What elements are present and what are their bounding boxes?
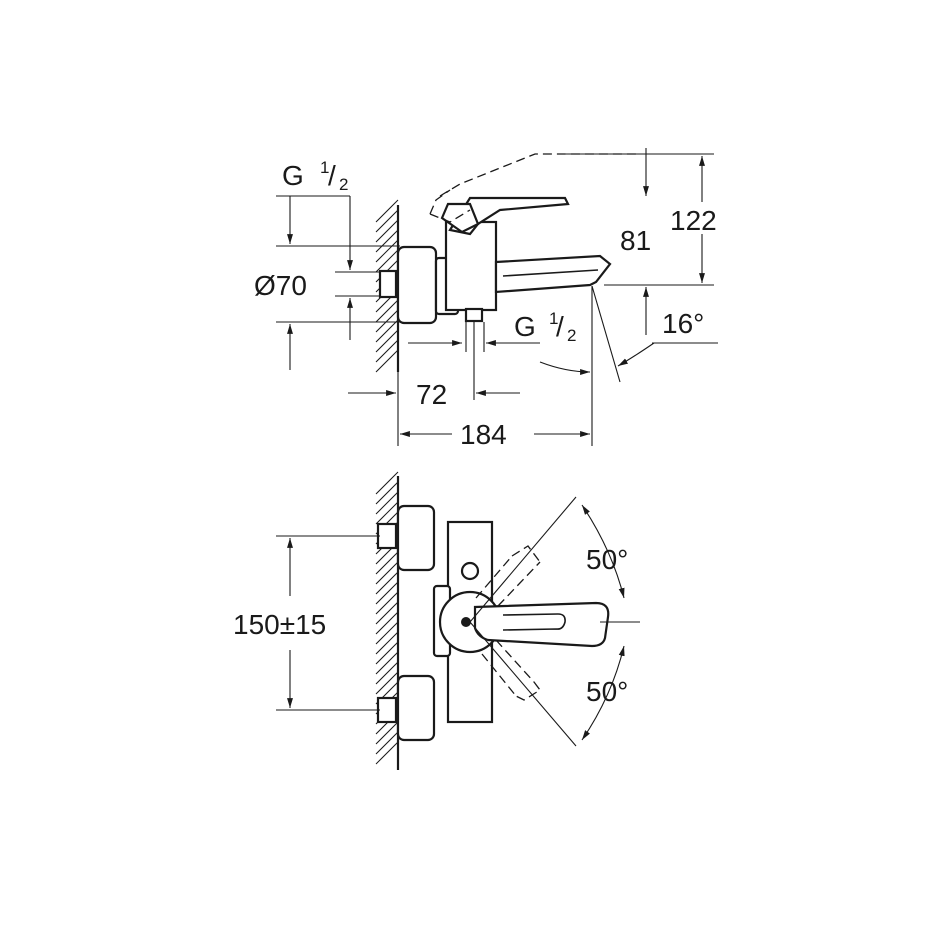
hatch-line [375, 471, 399, 495]
hatch-line [375, 501, 399, 525]
hatch-line [375, 309, 399, 333]
wall-hatching-front [375, 471, 400, 770]
inlet-connector [378, 269, 398, 299]
angle-up-label: 50° [586, 544, 628, 575]
dim-72-label: 72 [416, 379, 447, 410]
hatch-line [375, 299, 399, 323]
hatch-line [375, 551, 399, 575]
outlet-thread-base: G [514, 311, 536, 342]
hatch-line [375, 581, 399, 605]
hatch-line [375, 319, 399, 343]
inlet-thread-num: 1 [320, 158, 329, 177]
lower-inlet-connector [376, 696, 398, 724]
dimension-angle-spout: 16° [539, 285, 718, 383]
bottom-outlet [464, 307, 484, 323]
hatch-line [375, 199, 399, 223]
mixer-body [444, 220, 498, 312]
dimension-inlet-thread: G 1 / 2 [276, 158, 400, 370]
inlet-thread-base: G [282, 160, 304, 191]
upper-inlet-connector [376, 522, 398, 550]
hatch-line [375, 239, 399, 263]
dim-122-label: 122 [670, 205, 717, 236]
lever-up-position [475, 545, 541, 607]
escutcheon-flange [396, 245, 438, 325]
dimension-184: 184 [397, 286, 593, 450]
hatch-line [375, 631, 399, 655]
hatch-line [375, 611, 399, 635]
outlet-thread-slash: / [556, 311, 564, 342]
inlet-thread-slash: / [328, 160, 336, 191]
center-distance-label: 150±15 [233, 609, 326, 640]
hatch-line [375, 651, 399, 675]
lower-escutcheon [396, 674, 436, 742]
side-view: G 1 / 2 Ø70 G 1 / 2 [254, 148, 718, 450]
hatch-line [375, 349, 399, 373]
angle-down-label: 50° [586, 676, 628, 707]
hatch-line [375, 661, 399, 685]
hatch-line [375, 229, 399, 253]
hatch-line [375, 731, 399, 755]
front-view: 50° 50° 150±15 [233, 471, 640, 770]
hatch-line [375, 741, 399, 765]
hatch-line [375, 591, 399, 615]
dimension-height: 81 122 [566, 148, 717, 335]
hatch-line [375, 601, 399, 625]
lever-handle [448, 196, 570, 236]
dimension-72: 72 [348, 322, 520, 410]
inlet-thread-den: 2 [339, 175, 348, 194]
hatch-line [375, 249, 399, 273]
hatch-line [375, 721, 399, 745]
hatch-line [375, 621, 399, 645]
lever-hub-center [461, 617, 471, 627]
hatch-line [375, 491, 399, 515]
temperature-indicator-dot [460, 561, 480, 581]
dimension-center-distance: 150±15 [233, 535, 380, 711]
outlet-thread-num: 1 [549, 309, 558, 328]
hatch-line [375, 219, 399, 243]
angle-spout-label: 16° [662, 308, 704, 339]
lever-front [473, 601, 610, 648]
dim-81-label: 81 [620, 225, 651, 256]
spout [494, 254, 612, 294]
hatch-line [375, 339, 399, 363]
hatch-line [375, 571, 399, 595]
hatch-line [375, 641, 399, 665]
hatch-line [375, 481, 399, 505]
hatch-line [375, 561, 399, 585]
hatch-line [375, 671, 399, 695]
hatch-line [375, 329, 399, 353]
diameter-label: Ø70 [254, 270, 307, 301]
dim-184-label: 184 [460, 419, 507, 450]
upper-escutcheon [396, 504, 436, 572]
hatch-line [375, 209, 399, 233]
dimension-outlet-thread: G 1 / 2 [408, 309, 576, 352]
outlet-thread-den: 2 [567, 326, 576, 345]
